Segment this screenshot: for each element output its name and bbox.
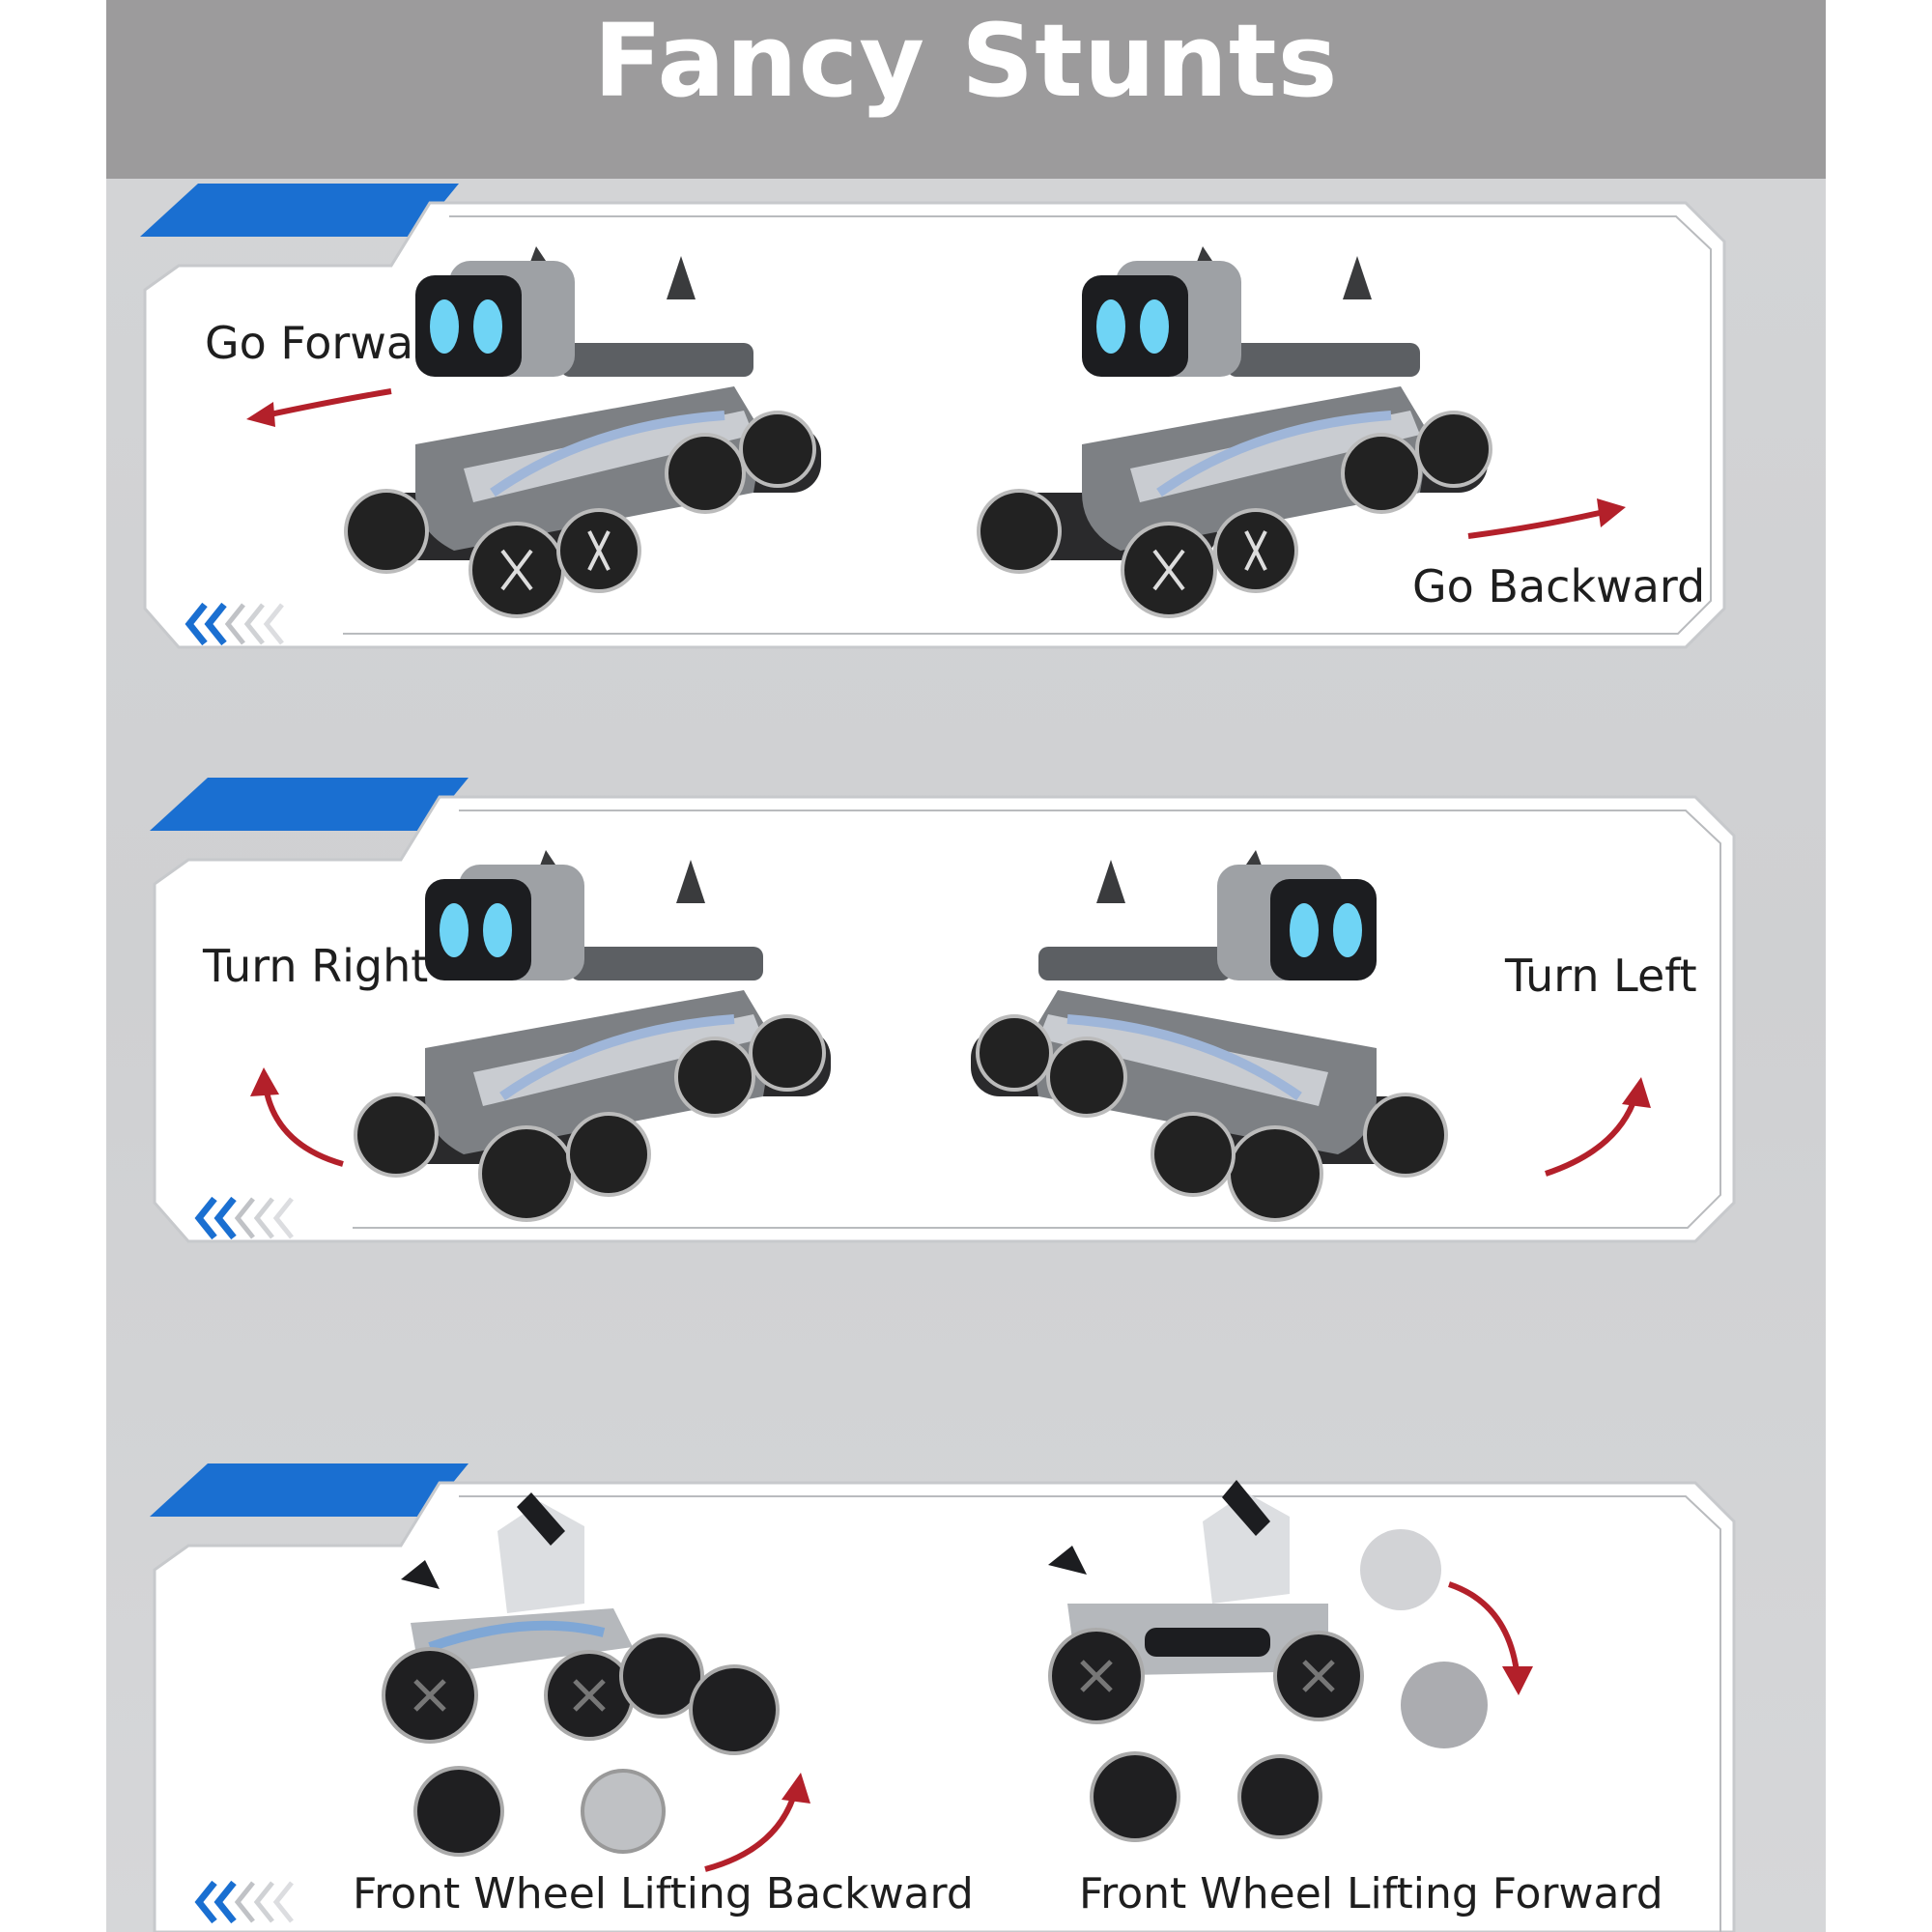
chevron-left-icon [194, 1196, 294, 1240]
label-go-backward: Go Backward [1412, 560, 1706, 612]
stunt-panel-go-forward-backward: Go Forward Go Backward [140, 184, 1739, 676]
robot-dog-illustration [344, 246, 821, 618]
stunt-panel-front-wheel-lifting: Front Wheel Lifting Backward Front Wheel… [150, 1463, 1748, 1932]
page-title: Fancy Stunts [593, 1, 1339, 120]
label-turn-right: Turn Right [203, 940, 429, 992]
arrow-icon [1448, 1581, 1533, 1695]
arrow-icon [704, 1773, 810, 1872]
stunt-panel-turn-right-left: Turn Right Turn Left [150, 778, 1748, 1270]
header-bar: Fancy Stunts [106, 0, 1826, 179]
arrow-icon [246, 388, 392, 427]
robot-dog-illustration [382, 1492, 780, 1857]
robot-dog-illustration [1048, 1480, 1488, 1842]
label-turn-left: Turn Left [1505, 950, 1697, 1002]
robot-dog-illustration [354, 850, 831, 1222]
arrow-icon [1545, 1077, 1651, 1177]
arrow-icon [1467, 498, 1626, 539]
chevron-left-icon [194, 1880, 294, 1924]
arrow-icon [250, 1067, 344, 1167]
label-front-wheel-lifting-forward: Front Wheel Lifting Forward [1079, 1869, 1663, 1918]
robot-dog-illustration [977, 246, 1492, 618]
label-front-wheel-lifting-backward: Front Wheel Lifting Backward [353, 1869, 974, 1918]
robot-dog-illustration [971, 850, 1448, 1222]
chevron-left-icon [185, 602, 284, 646]
